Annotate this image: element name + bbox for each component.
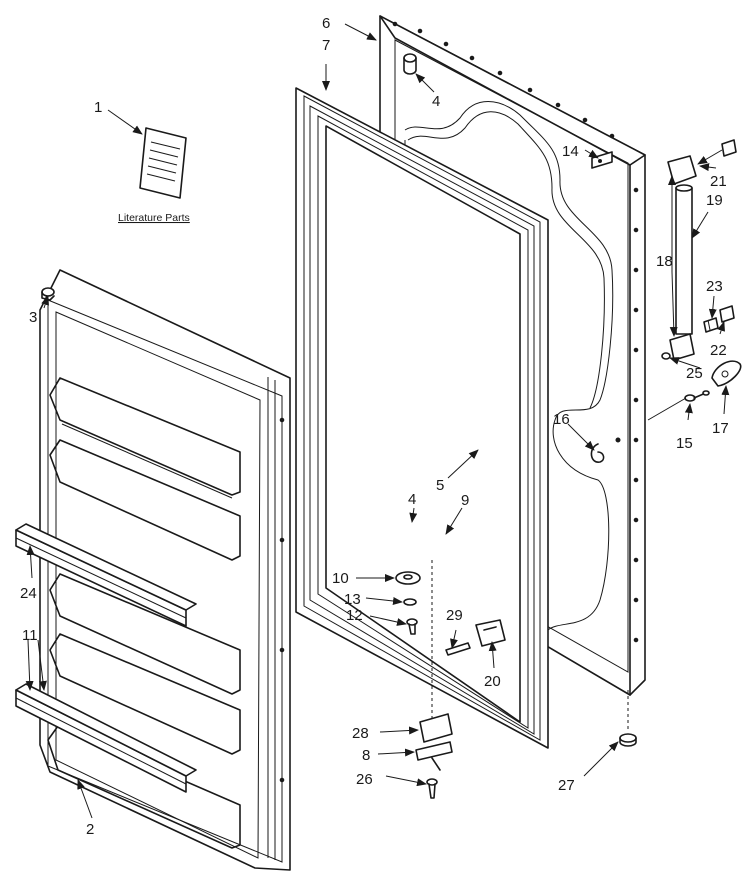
callout-7: 7 xyxy=(322,37,330,54)
door-stop-20 xyxy=(475,619,506,647)
callout-13: 13 xyxy=(344,591,361,608)
callout-5: 5 xyxy=(436,477,444,494)
callout-23: 23 xyxy=(706,278,723,295)
literature-caption: Literature Parts xyxy=(118,212,190,224)
callout-1: 1 xyxy=(94,99,102,116)
callout-29: 29 xyxy=(446,607,463,624)
callout-19: 19 xyxy=(706,192,723,209)
callout-28: 28 xyxy=(352,725,369,742)
door-closer-rod-19 xyxy=(675,184,693,335)
upper-bracket xyxy=(591,151,613,169)
callout-18: 18 xyxy=(656,253,673,270)
callout-25: 25 xyxy=(686,365,703,382)
callout-27: 27 xyxy=(558,777,575,794)
lower-door-rail xyxy=(15,683,197,793)
callout-10: 10 xyxy=(332,570,349,587)
cap-22 xyxy=(719,305,735,323)
screw-26 xyxy=(426,778,438,799)
callout-16: 16 xyxy=(553,411,570,428)
callout-14: 14 xyxy=(562,143,579,160)
closer-bracket-lower-18 xyxy=(669,333,695,361)
hinge-cover-28 xyxy=(419,713,453,743)
callout-11: 11 xyxy=(22,627,38,644)
frame-screw-holes xyxy=(392,21,639,643)
hinge-washer-10 xyxy=(395,571,421,585)
callout-22: 22 xyxy=(710,342,727,359)
cap-21 xyxy=(721,139,737,157)
callout-4-bottom: 4 xyxy=(408,491,416,508)
upper-door-rail xyxy=(15,523,197,627)
literature-booklet xyxy=(139,127,187,199)
callout-2: 2 xyxy=(86,821,94,838)
door-gasket xyxy=(295,87,549,749)
callout-17: 17 xyxy=(712,420,729,437)
leveling-foot-27 xyxy=(619,733,637,747)
leader-lines xyxy=(25,23,730,819)
hinge-spacer-top xyxy=(403,53,417,75)
lower-hinge-8 xyxy=(415,741,453,771)
pin-15 xyxy=(684,390,710,402)
door-liner xyxy=(39,269,291,871)
callout-labels: 1 2 3 4 4 5 6 7 8 9 10 11 12 13 14 15 16… xyxy=(20,15,729,838)
callout-4-top: 4 xyxy=(432,93,440,110)
screw-29 xyxy=(445,642,471,656)
screw-12 xyxy=(406,618,418,635)
nut-25 xyxy=(661,352,671,360)
callout-24: 24 xyxy=(20,585,37,602)
callout-12: 12 xyxy=(346,607,363,624)
callout-21: 21 xyxy=(710,173,727,190)
callout-20: 20 xyxy=(484,673,501,690)
callout-26: 26 xyxy=(356,771,373,788)
screw-23 xyxy=(703,317,719,333)
callout-8: 8 xyxy=(362,747,370,764)
cam-17 xyxy=(711,360,742,387)
callout-9: 9 xyxy=(461,492,469,509)
callout-6: 6 xyxy=(322,15,330,32)
callout-3: 3 xyxy=(29,309,37,326)
spacer-13 xyxy=(403,598,417,606)
callout-15: 15 xyxy=(676,435,693,452)
